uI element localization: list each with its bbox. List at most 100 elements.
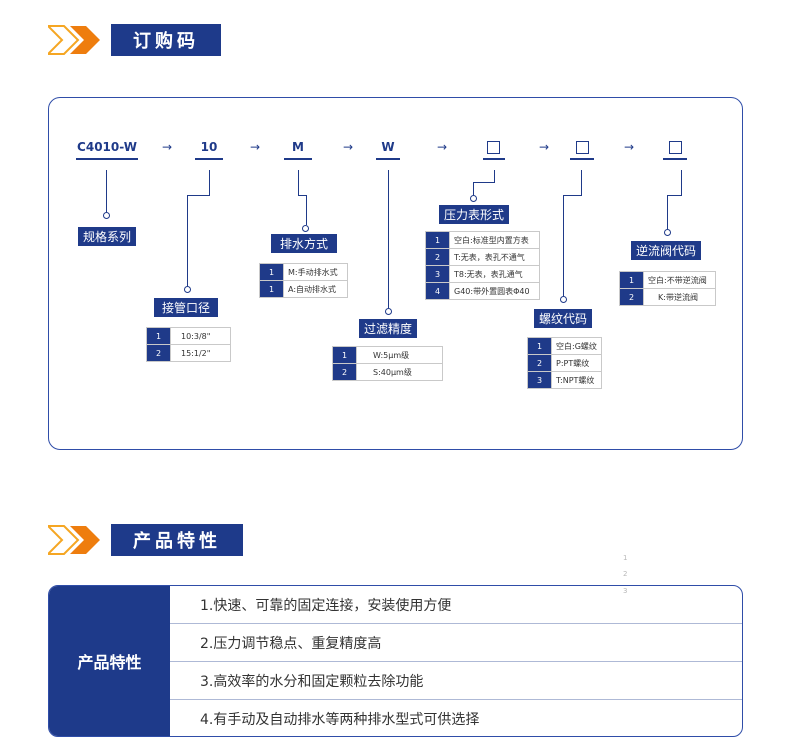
option-text: G40:带外置圆表Φ40 <box>449 282 540 300</box>
option-text: 空白:G螺纹 <box>551 337 602 355</box>
features-header: 产品特性 <box>48 524 243 556</box>
label-thread: 螺纹代码 <box>534 309 592 328</box>
arrow-icon: → <box>624 140 635 154</box>
code-series: C4010-W <box>77 140 137 154</box>
option-text: P:PT螺纹 <box>551 354 602 372</box>
feature-item: 4.有手动及自动排水等两种排水型式可供选择 <box>200 712 480 728</box>
code-port-underline <box>195 158 223 160</box>
connector-line <box>298 195 306 197</box>
stray-number: 1 <box>623 554 628 562</box>
label-gauge: 压力表形式 <box>439 205 509 224</box>
connector-line <box>388 170 390 308</box>
code-check-valve-underline <box>663 158 687 160</box>
stray-number: 2 <box>623 570 628 578</box>
label-filter: 过滤精度 <box>359 319 417 338</box>
code-gauge-placeholder <box>487 141 500 154</box>
option-text: 空白:不带逆流阀 <box>643 271 716 289</box>
connector-dot <box>302 225 309 232</box>
option-text: A:自动排水式 <box>283 280 348 298</box>
option-number: 4 <box>425 282 450 300</box>
connector-line <box>494 170 496 182</box>
feature-item: 1.快速、可靠的固定连接，安装使用方便 <box>170 586 742 624</box>
connector-line <box>187 195 210 197</box>
option-number: 1 <box>527 337 552 355</box>
features-table-heading: 产品特性 <box>49 586 170 736</box>
code-thread-underline <box>570 158 594 160</box>
feature-item: 2.压力调节稳点、重复精度高 <box>170 624 742 662</box>
arrow-icon: → <box>343 140 354 154</box>
connector-dot <box>560 296 567 303</box>
option-text: 空白:标准型内置方表 <box>449 231 540 249</box>
option-number: 2 <box>619 288 644 306</box>
code-filter-underline <box>376 158 400 160</box>
connector-line <box>298 170 300 195</box>
code-port: 10 <box>200 140 218 154</box>
connector-dot <box>103 212 110 219</box>
option-number: 1 <box>332 346 357 364</box>
connector-line <box>681 170 683 195</box>
label-series: 规格系列 <box>78 227 136 246</box>
order-code-title: 订购码 <box>111 24 221 56</box>
option-text: 15:1/2" <box>170 344 231 362</box>
arrow-icon: → <box>539 140 550 154</box>
code-filter: W <box>381 140 395 154</box>
option-text: T:NPT螺纹 <box>551 371 602 389</box>
label-check-valve: 逆流阀代码 <box>631 241 701 260</box>
connector-dot <box>385 308 392 315</box>
option-text: 10:3/8" <box>170 327 231 345</box>
option-number: 3 <box>527 371 552 389</box>
connector-dot <box>470 195 477 202</box>
stray-number: 3 <box>623 587 628 595</box>
option-text: T8:无表，表孔通气 <box>449 265 540 283</box>
option-number: 1 <box>425 231 450 249</box>
feature-item: 3.高效率的水分和固定颗粒去除功能 <box>170 662 742 700</box>
connector-line <box>667 195 682 197</box>
arrow-icon: → <box>250 140 261 154</box>
option-number: 1 <box>259 263 284 281</box>
code-drain-underline <box>284 158 312 160</box>
option-number: 2 <box>146 344 171 362</box>
order-code-header: 订购码 <box>48 24 221 56</box>
option-number: 1 <box>146 327 171 345</box>
code-thread-placeholder <box>576 141 589 154</box>
order-code-diagram <box>48 97 743 450</box>
option-text: T:无表，表孔不通气 <box>449 248 540 266</box>
option-text: M:手动排水式 <box>283 263 348 281</box>
connector-line <box>473 182 495 184</box>
connector-line <box>106 170 108 212</box>
arrow-icon: → <box>437 140 448 154</box>
option-text: S:40μm级 <box>356 363 443 381</box>
connector-line <box>306 195 308 225</box>
label-drain: 排水方式 <box>271 234 337 253</box>
option-number: 1 <box>259 280 284 298</box>
connector-line <box>473 182 475 195</box>
connector-dot <box>664 229 671 236</box>
code-drain: M <box>292 140 304 154</box>
option-text: W:5μm级 <box>356 346 443 364</box>
connector-line <box>209 170 211 195</box>
option-number: 2 <box>527 354 552 372</box>
option-number: 2 <box>425 248 450 266</box>
features-table: 产品特性 1.快速、可靠的固定连接，安装使用方便 2.压力调节稳点、重复精度高 … <box>48 585 743 737</box>
features-title: 产品特性 <box>111 524 243 556</box>
option-text: K:带逆流阀 <box>643 288 716 306</box>
connector-line <box>667 195 669 229</box>
connector-line <box>581 170 583 195</box>
code-check-valve-placeholder <box>669 141 682 154</box>
